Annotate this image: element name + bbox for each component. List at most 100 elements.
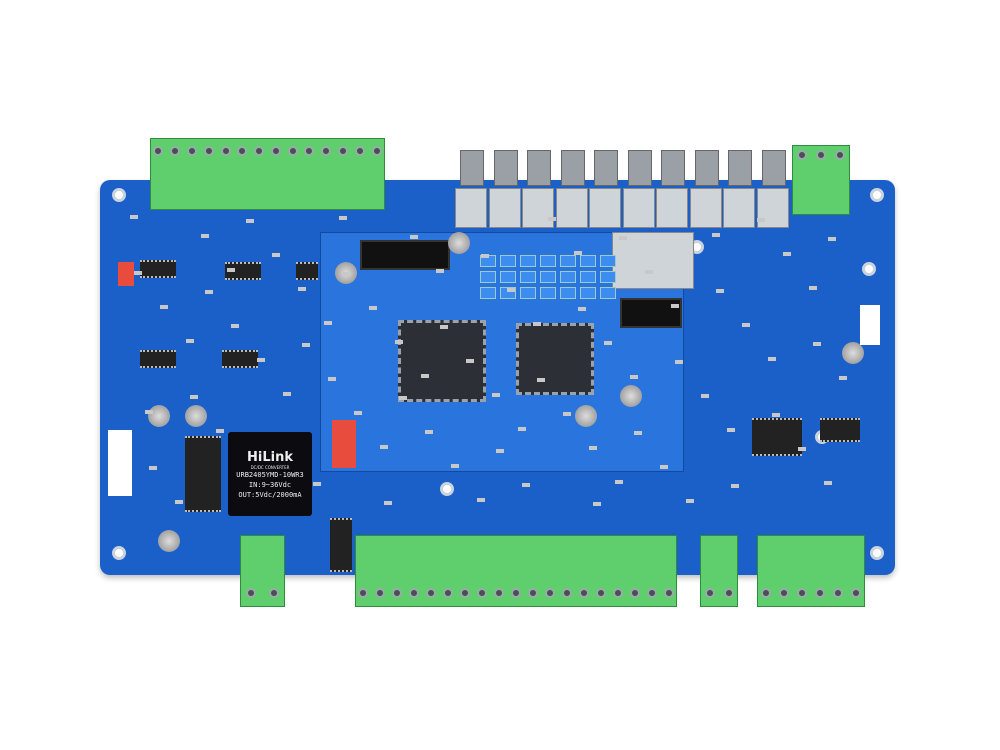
terminal-screw	[761, 588, 771, 598]
smd-component	[839, 376, 847, 380]
mounting-hole	[112, 188, 126, 202]
push-button	[527, 150, 551, 186]
power-module: HiLink DC/DC CONVERTER URB2405YMD-10WR3 …	[228, 432, 312, 516]
smd-component	[533, 322, 541, 326]
electrolytic-capacitor	[185, 405, 207, 427]
smd-component	[186, 339, 194, 343]
smd-component	[518, 427, 526, 431]
smd-component	[313, 482, 321, 486]
terminal-screw	[287, 146, 298, 156]
led-pad	[560, 271, 576, 283]
smd-component	[190, 395, 198, 399]
terminal-screw	[392, 588, 403, 598]
terminal-screw	[443, 588, 454, 598]
ethernet-jack	[612, 232, 694, 289]
smd-component	[272, 253, 280, 257]
processor-chip	[516, 323, 594, 395]
terminal-screw	[477, 588, 488, 598]
terminal-screw	[779, 588, 789, 598]
smd-component	[298, 287, 306, 291]
mounting-hole	[870, 546, 884, 560]
smd-component	[563, 412, 571, 416]
smd-component	[231, 324, 239, 328]
connector-base	[555, 188, 588, 228]
terminal-screw	[426, 588, 437, 598]
terminal-screw	[494, 588, 505, 598]
terminal-screw	[460, 588, 471, 598]
smd-component	[466, 359, 474, 363]
smd-component	[660, 465, 668, 469]
terminal-screw	[375, 588, 386, 598]
smd-component	[615, 480, 623, 484]
smd-component	[507, 288, 515, 292]
connector-base	[589, 188, 621, 228]
smd-component	[324, 321, 332, 325]
smd-component	[343, 272, 351, 276]
terminal-screw	[833, 588, 843, 598]
led-pad	[540, 271, 556, 283]
terminal-screw	[595, 588, 606, 598]
integrated-circuit	[185, 436, 221, 512]
smd-component	[451, 464, 459, 468]
smd-component	[716, 289, 724, 293]
electrolytic-capacitor	[575, 405, 597, 427]
smd-component	[395, 340, 403, 344]
smd-component	[593, 502, 601, 506]
smd-component	[742, 323, 750, 327]
terminal-screw	[646, 588, 657, 598]
terminal-screw	[815, 588, 825, 598]
module-input: IN:9~36Vdc	[248, 481, 292, 489]
smd-component	[727, 428, 735, 432]
smd-component	[813, 342, 821, 346]
smd-component	[246, 219, 254, 223]
terminal-screw	[254, 146, 265, 156]
smd-component	[328, 377, 336, 381]
white-label	[108, 430, 132, 496]
integrated-circuit	[820, 418, 860, 442]
led-pad	[500, 255, 516, 267]
led-pad	[600, 271, 616, 283]
led-pad	[520, 287, 536, 299]
led-pad	[560, 287, 576, 299]
smd-component	[604, 341, 612, 345]
smd-component	[731, 484, 739, 488]
mounting-hole	[862, 262, 876, 276]
led-pad	[580, 271, 596, 283]
smd-component	[283, 392, 291, 396]
terminal-screw	[237, 146, 248, 156]
terminal-screw	[816, 150, 826, 160]
smd-component	[160, 305, 168, 309]
integrated-circuit	[140, 350, 176, 368]
smd-component	[496, 449, 504, 453]
terminal-screw	[851, 588, 861, 598]
smd-component	[410, 235, 418, 239]
led-pad	[520, 271, 536, 283]
terminal-screw	[220, 146, 231, 156]
terminal-screw	[270, 146, 281, 156]
smd-component	[134, 271, 142, 275]
terminal-block-top-left	[150, 138, 385, 210]
smd-component	[201, 234, 209, 238]
terminal-screw	[797, 588, 807, 598]
smd-component	[339, 216, 347, 220]
connector-base	[455, 188, 487, 228]
led-pad	[580, 255, 596, 267]
smd-component	[757, 218, 765, 222]
smd-component	[227, 268, 235, 272]
smd-component	[481, 254, 489, 258]
terminal-screw	[704, 588, 715, 598]
smd-component	[537, 378, 545, 382]
led-pad	[540, 287, 556, 299]
push-button	[627, 150, 652, 186]
smd-component	[809, 286, 817, 290]
smd-component	[619, 236, 627, 240]
module-output: OUT:5Vdc/2000mA	[238, 491, 302, 499]
connector-base	[656, 188, 688, 228]
terminal-screw	[203, 146, 214, 156]
smd-component	[477, 498, 485, 502]
terminal-screw	[723, 588, 734, 598]
terminal-screw	[561, 588, 572, 598]
smd-component	[440, 325, 448, 329]
integrated-circuit	[752, 418, 802, 456]
smd-component	[302, 343, 310, 347]
